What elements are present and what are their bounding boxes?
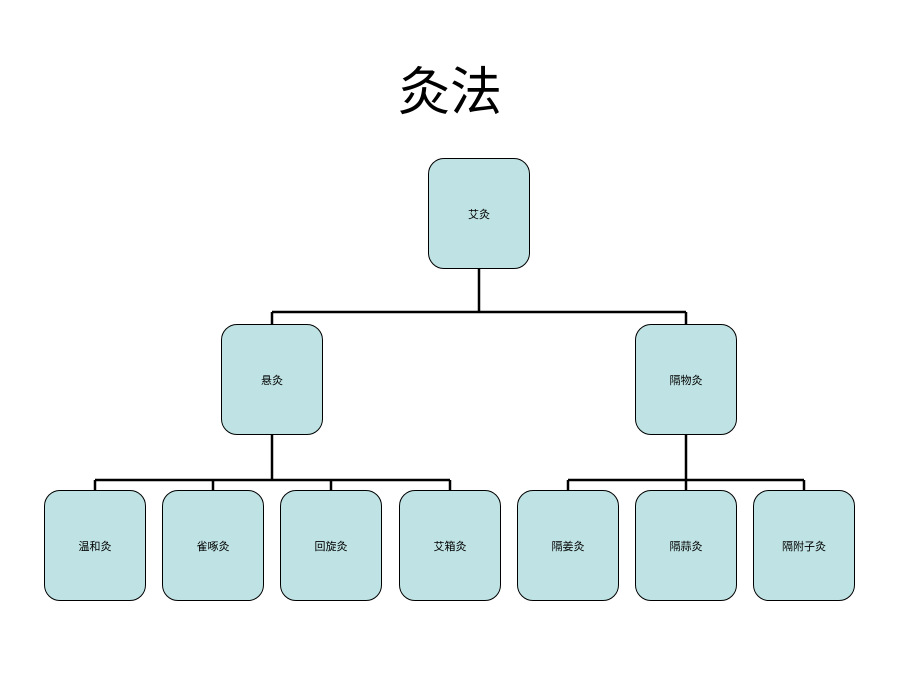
node-label: 回旋灸 [314, 539, 348, 553]
node-root: 艾灸 [428, 158, 530, 269]
node-leaf: 艾箱灸 [399, 490, 501, 601]
node-branch-left: 悬灸 [221, 324, 323, 435]
node-branch-right: 隔物灸 [635, 324, 737, 435]
node-leaf: 隔蒜灸 [635, 490, 737, 601]
node-label: 艾箱灸 [433, 539, 467, 553]
node-label: 隔附子灸 [782, 539, 826, 553]
node-label: 艾灸 [468, 207, 490, 221]
node-leaf: 隔姜灸 [517, 490, 619, 601]
node-label: 悬灸 [261, 373, 283, 387]
node-leaf: 回旋灸 [280, 490, 382, 601]
node-label: 温和灸 [78, 539, 112, 553]
node-leaf: 雀啄灸 [162, 490, 264, 601]
slide-title: 灸法 [397, 63, 502, 123]
node-label: 隔物灸 [669, 373, 703, 387]
node-leaf: 温和灸 [44, 490, 146, 601]
node-label: 隔姜灸 [551, 539, 585, 553]
node-label: 雀啄灸 [196, 539, 230, 553]
node-leaf: 隔附子灸 [753, 490, 855, 601]
node-label: 隔蒜灸 [669, 539, 703, 553]
